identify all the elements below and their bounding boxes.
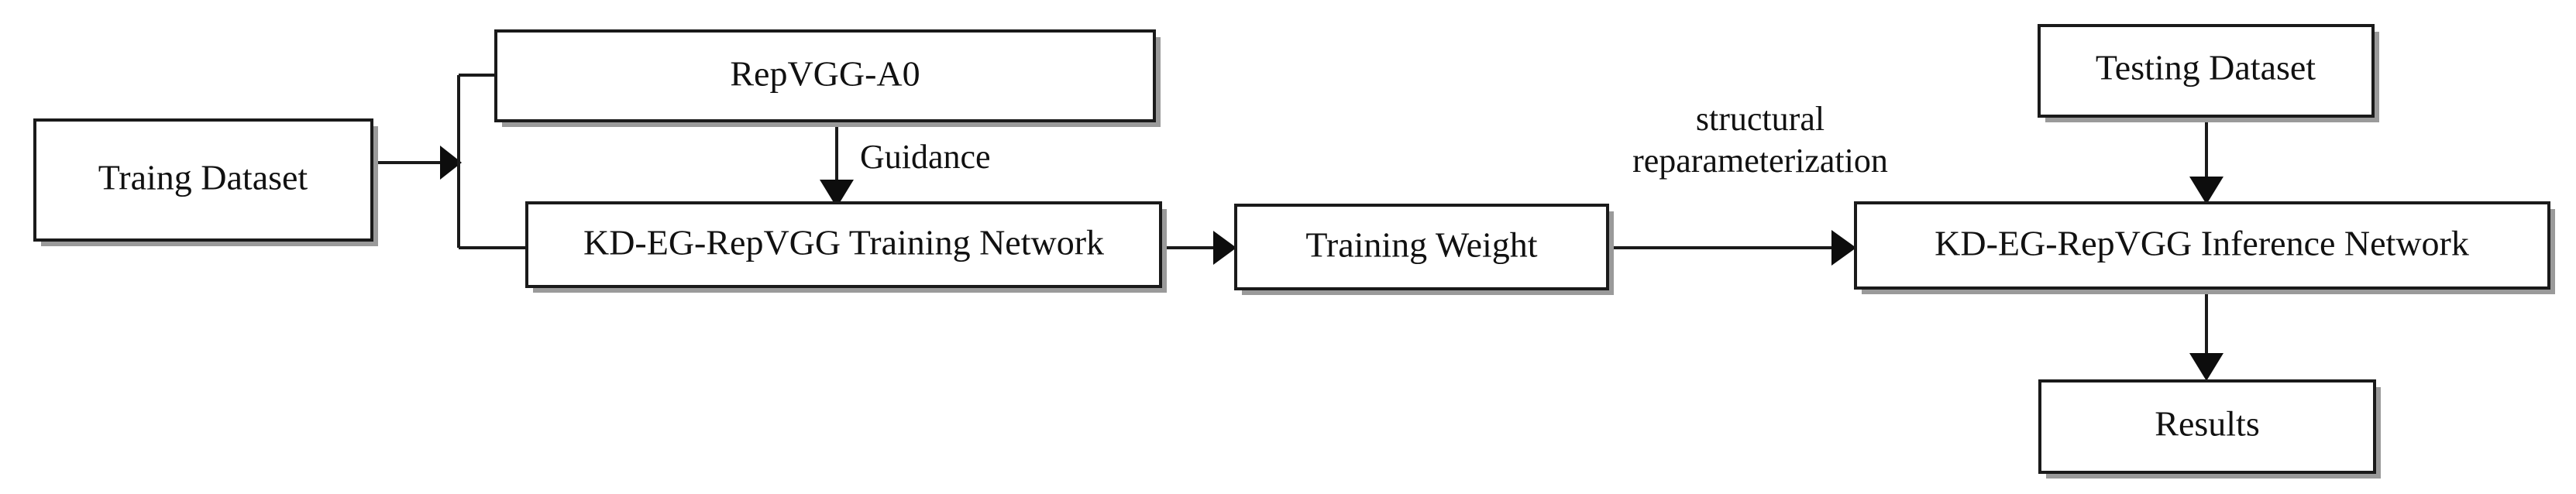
arrowhead-icon xyxy=(440,146,462,180)
edge-kdtraining-to-weight xyxy=(1161,231,1236,265)
node-label-repvgg-a0: RepVGG-A0 xyxy=(730,54,920,94)
node-results[interactable]: Results xyxy=(2038,379,2381,479)
node-label-kd-eg-repvgg-training-network: KD-EG-RepVGG Training Network xyxy=(583,223,1104,262)
node-label-kd-eg-repvgg-inference-network: KD-EG-RepVGG Inference Network xyxy=(1935,224,2469,263)
node-testing-dataset[interactable]: Testing Dataset xyxy=(2038,24,2379,122)
arrowhead-icon xyxy=(2189,177,2223,204)
arrowhead-icon xyxy=(2189,353,2223,381)
arrowhead-icon xyxy=(820,180,854,208)
node-label-testing-dataset: Testing Dataset xyxy=(2096,48,2316,87)
node-kd-eg-repvgg-training-network[interactable]: KD-EG-RepVGG Training Network xyxy=(525,201,1167,293)
edge-guidance xyxy=(820,121,854,208)
edge-label-structural: structural xyxy=(1696,100,1825,138)
arrowhead-icon xyxy=(1831,230,1856,266)
edge-inference-to-results xyxy=(2189,288,2223,381)
edge-bracket-split xyxy=(457,74,527,249)
node-training-dataset[interactable]: Traing Dataset xyxy=(33,118,378,246)
edge-label-guidance: Guidance xyxy=(860,138,991,176)
node-kd-eg-repvgg-inference-network[interactable]: KD-EG-RepVGG Inference Network xyxy=(1854,201,2555,294)
edge-training-dataset-to-bracket xyxy=(372,146,462,180)
node-label-results: Results xyxy=(2155,404,2259,444)
node-label-training-weight: Training Weight xyxy=(1305,225,1537,265)
arrowhead-icon xyxy=(1213,231,1236,265)
edge-testing-to-inference xyxy=(2189,116,2223,204)
node-training-weight[interactable]: Training Weight xyxy=(1234,204,1614,295)
node-repvgg-a0[interactable]: RepVGG-A0 xyxy=(494,29,1161,127)
edge-label-reparameterization: reparameterization xyxy=(1632,142,1888,180)
edge-weight-to-inference xyxy=(1608,230,1856,266)
node-label-training-dataset: Traing Dataset xyxy=(98,158,308,197)
